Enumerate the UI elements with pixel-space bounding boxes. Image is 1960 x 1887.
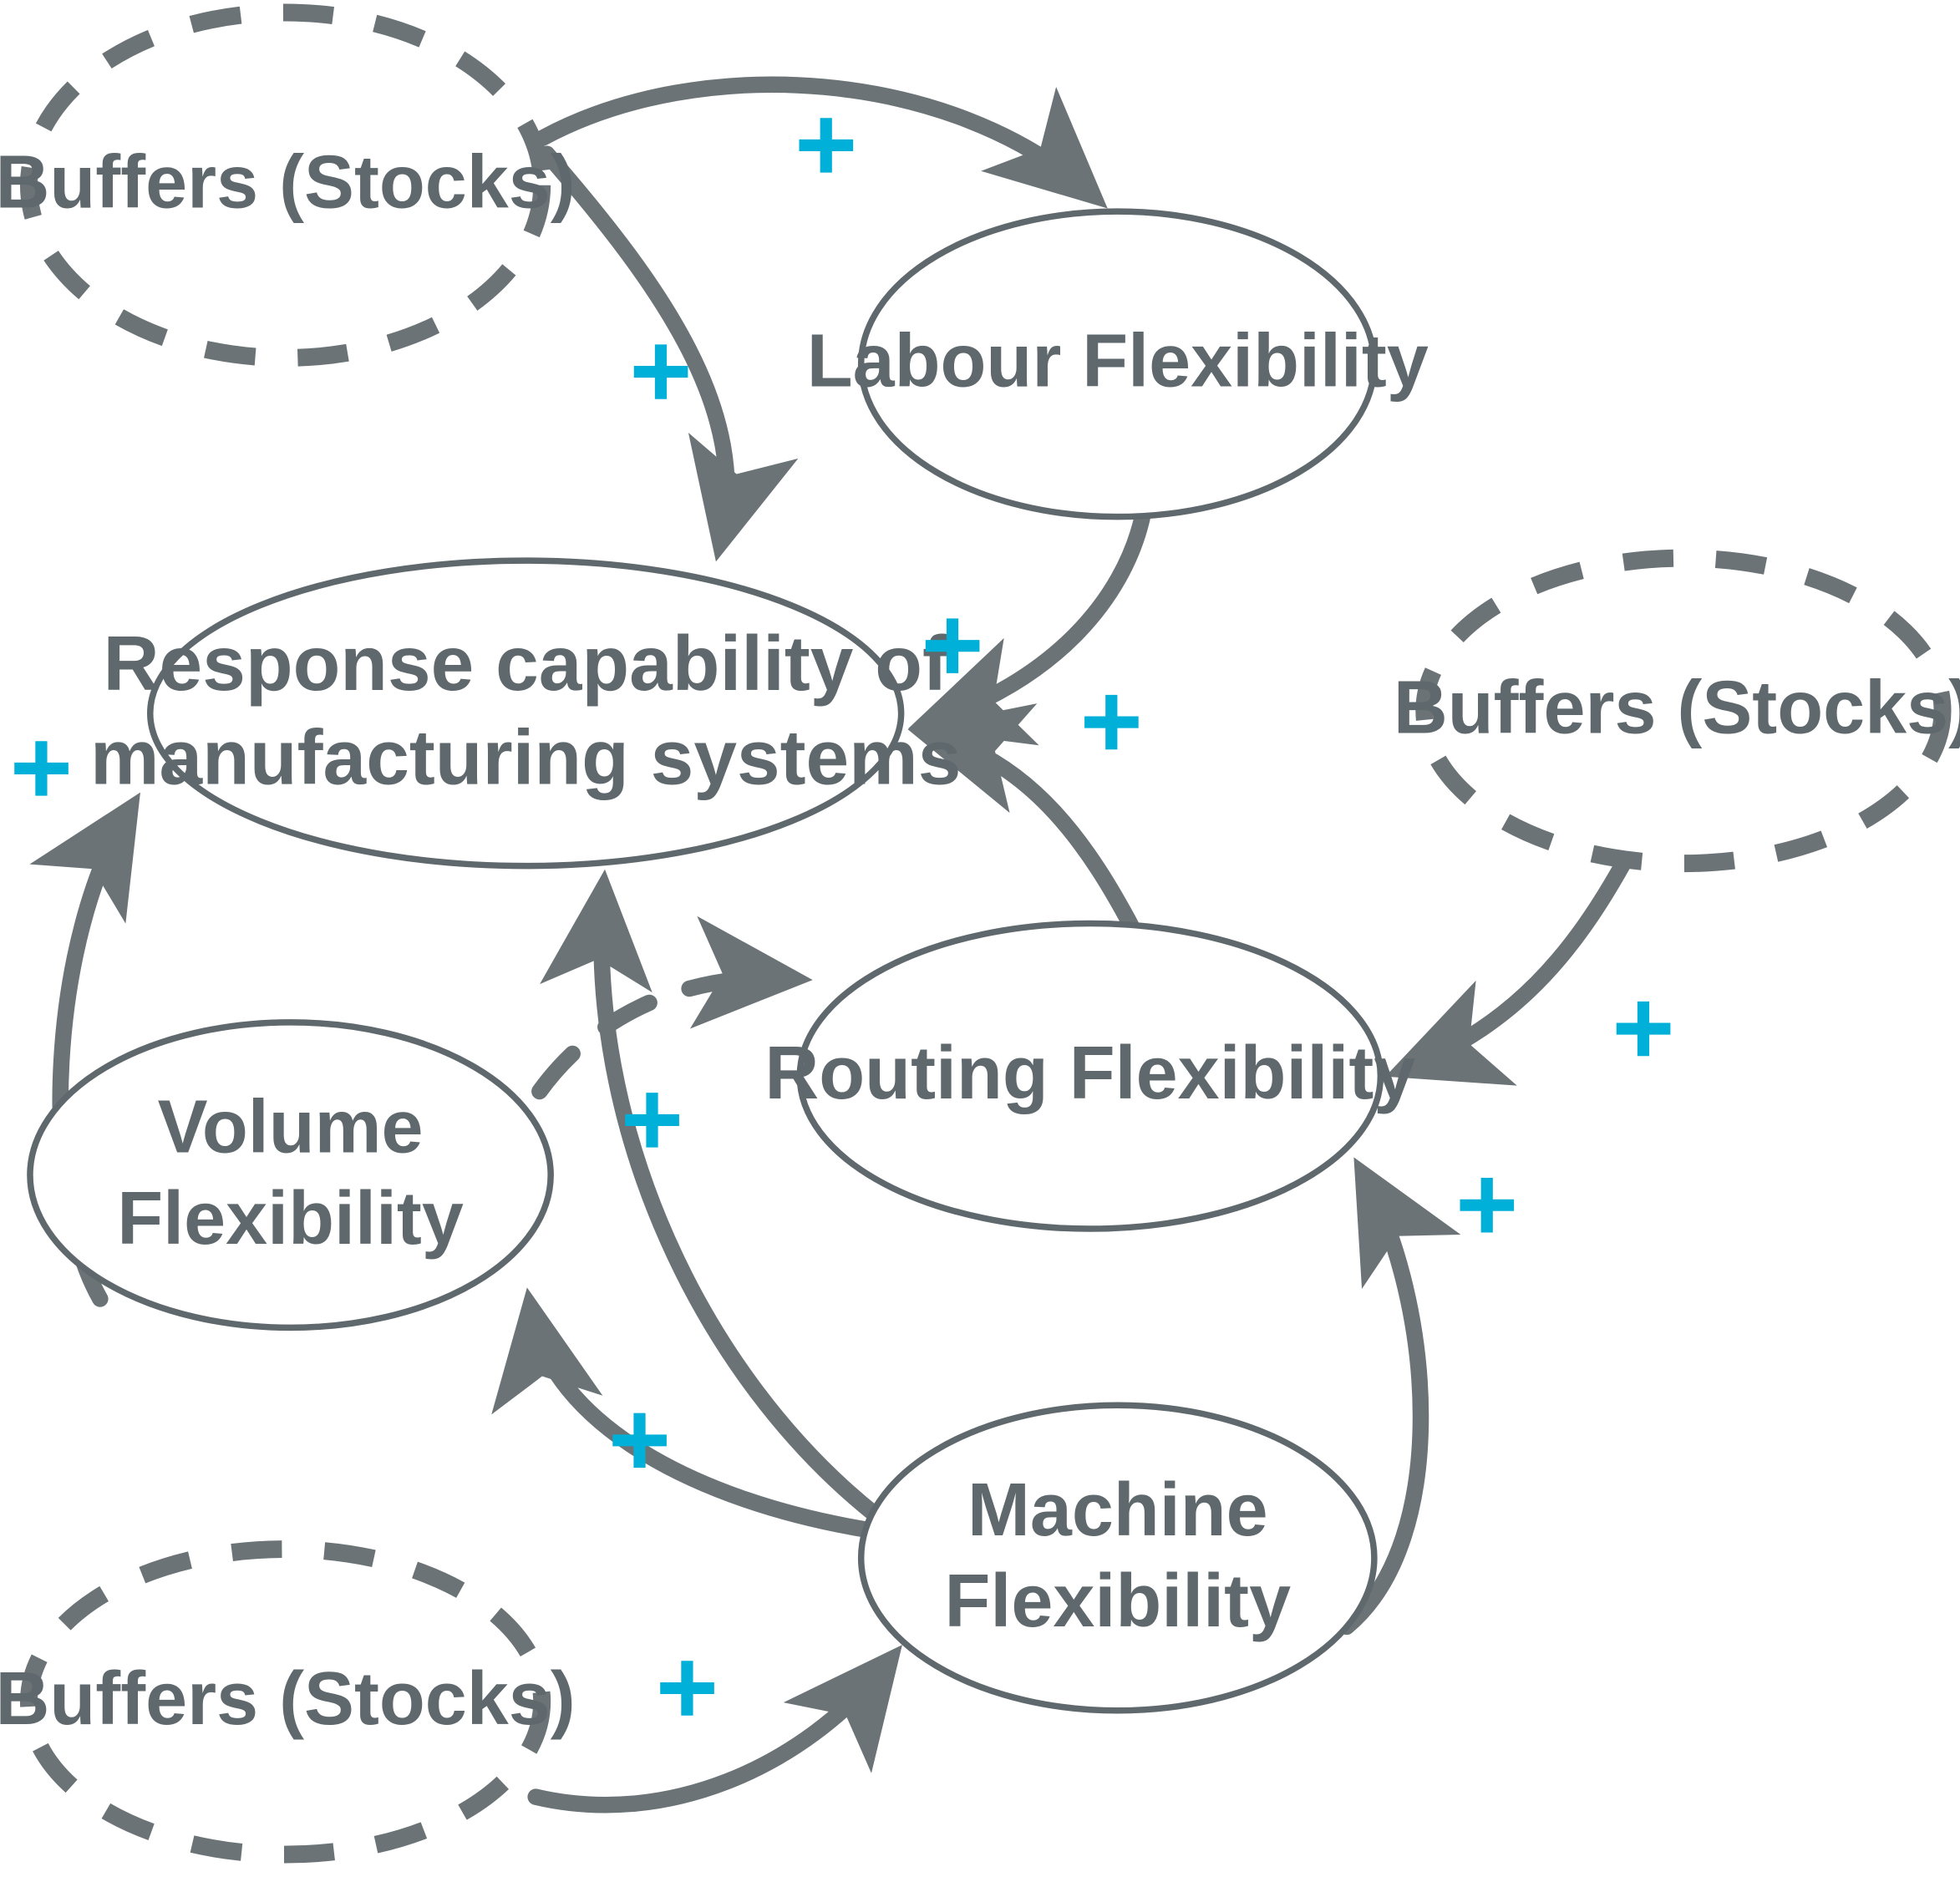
polarity-sign-labour-to-response: + — [921, 585, 983, 705]
polarity-sign-buffers-top-left-to-labour: + — [795, 84, 857, 205]
node-shape-solid-ellipse — [857, 208, 1378, 520]
link-machine-flexibility-to-response-capability — [540, 869, 885, 1524]
polarity-sign-machine-to-response: + — [621, 1059, 683, 1179]
node-buffers-right[interactable]: Buffers (Stocks) — [1394, 549, 1960, 873]
polarity-sign-buffers-top-left-to-response: + — [629, 311, 692, 431]
link-machine-flexibility-to-routing-flexibility — [1338, 1157, 1461, 1636]
polarity-sign-volume-to-response: + — [10, 708, 73, 828]
node-buffers-bottom-left[interactable]: Buffers (Stocks) — [0, 1540, 576, 1864]
node-routing-flexibility[interactable]: Routing Flexibility — [764, 920, 1415, 1232]
node-shape-dashed-ellipse — [1415, 549, 1952, 873]
node-shape-dashed-ellipse — [19, 3, 551, 367]
polarity-sign-routing-to-response: + — [1080, 661, 1143, 781]
polarity-sign-machine-to-routing: + — [1455, 1144, 1518, 1265]
polarity-sign-buffers-right-to-routing: + — [1612, 967, 1674, 1088]
link-machine-flexibility-to-volume-flexibility — [491, 1287, 872, 1538]
polarity-sign-buffers-bottom-left-to-machine: + — [656, 1627, 718, 1748]
link-buffers-top-left-to-labour-flexibility — [535, 76, 1108, 209]
node-shape-solid-ellipse — [27, 1019, 554, 1332]
node-buffers-top-left[interactable]: Buffers (Stocks) — [0, 3, 576, 367]
node-labour-flexibility[interactable]: Labour Flexibility — [807, 208, 1429, 520]
node-label-machine-flexibility-line2: Flexibility — [945, 1560, 1292, 1643]
node-label-buffers-right: Buffers (Stocks) — [1394, 667, 1960, 750]
polarity-sign-machine-to-volume: + — [608, 1379, 671, 1499]
node-label-response-capability-line2: manufacturing systems — [90, 713, 961, 800]
polarity-layer: + + + + + + + + + + — [10, 84, 1675, 1748]
node-label-labour-flexibility: Labour Flexibility — [807, 320, 1429, 403]
node-label-routing-flexibility: Routing Flexibility — [764, 1032, 1415, 1115]
node-shape-solid-ellipse — [147, 557, 905, 870]
node-label-buffers-bottom-left: Buffers (Stocks) — [0, 1657, 576, 1741]
node-shape-solid-ellipse — [857, 1402, 1378, 1714]
node-label-response-capability-line1: Response capability of — [103, 620, 948, 707]
node-label-buffers-top-left: Buffers (Stocks) — [0, 140, 576, 224]
link-buffers-bottom-left-to-machine-flexibility — [527, 1645, 902, 1813]
node-volume-flexibility[interactable]: Volume Flexibility — [27, 1019, 554, 1332]
node-label-machine-flexibility-line1: Machine — [967, 1469, 1268, 1552]
link-volume-flexibility-to-routing-flexibility — [470, 916, 813, 1272]
node-shape-solid-ellipse — [796, 920, 1384, 1232]
link-buffers-right-to-routing-flexibility — [1385, 855, 1632, 1086]
node-shape-dashed-ellipse — [19, 1540, 551, 1864]
node-response-capability[interactable]: Response capability of manufacturing sys… — [90, 557, 961, 870]
node-machine-flexibility[interactable]: Machine Flexibility — [857, 1402, 1378, 1714]
node-label-volume-flexibility-line1: Volume — [158, 1085, 424, 1169]
link-routing-flexibility-to-response-capability — [907, 703, 1141, 937]
node-label-volume-flexibility-line2: Flexibility — [117, 1177, 464, 1261]
nodes-layer: Buffers (Stocks) Labour Flexibility Resp… — [0, 3, 1960, 1864]
link-buffers-top-left-to-response-capability — [538, 145, 799, 562]
